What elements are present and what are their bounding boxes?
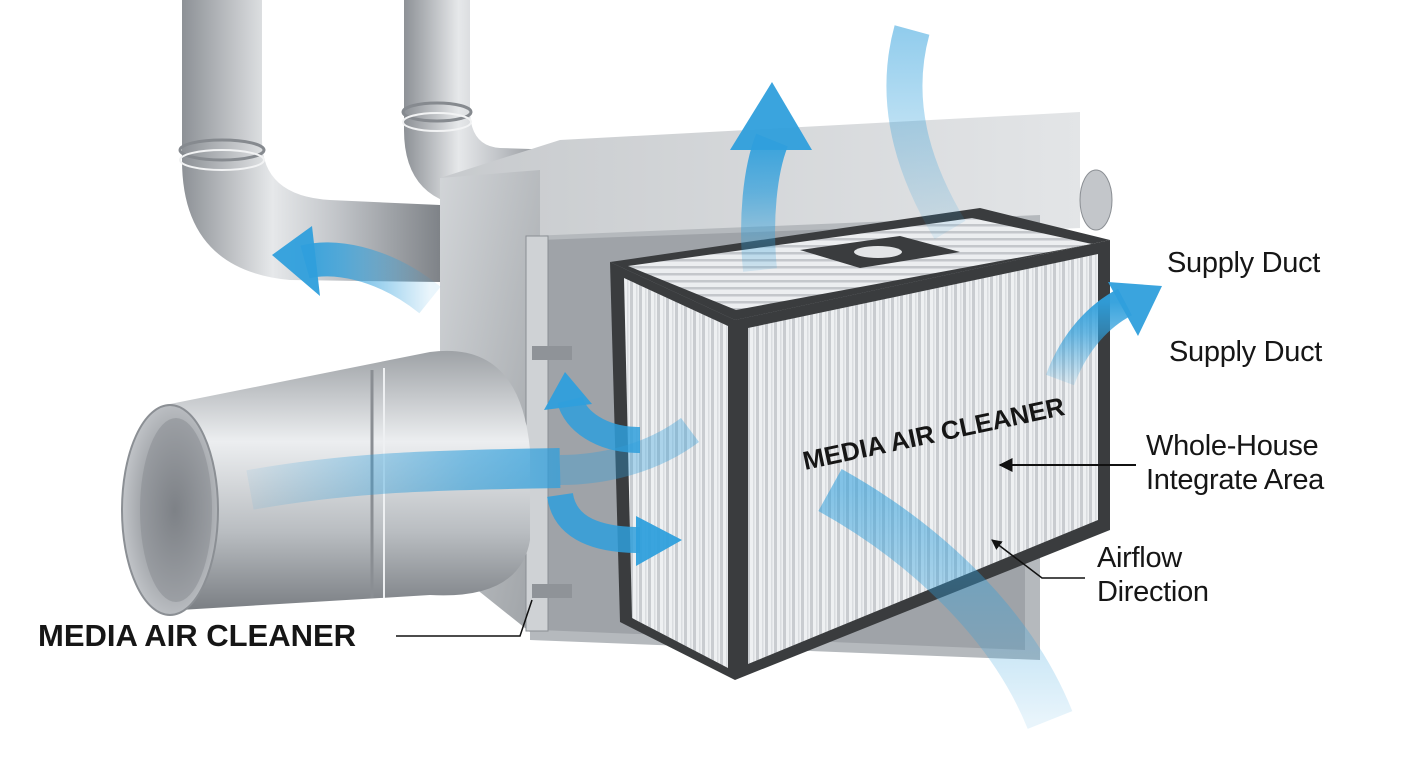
whole-house-line-1: Whole-House	[1146, 430, 1319, 462]
airflow-line-2: Direction	[1097, 575, 1209, 608]
left-vertical-pipe	[178, 0, 440, 282]
airflow-direction-label: Airflow Direction	[1097, 542, 1209, 609]
media-air-cleaner-label: MEDIA AIR CLEANER	[38, 618, 357, 653]
media-filter-cartridge	[610, 208, 1110, 680]
airflow-line-1: Airflow	[1097, 542, 1182, 574]
leader-lines	[396, 458, 1136, 637]
supply-duct-label-2: Supply Duct	[1169, 336, 1323, 368]
airflow-arrows	[246, 25, 1162, 730]
whole-house-label: Whole-House Integrate Area	[1146, 430, 1324, 497]
supply-duct-label-1: Supply Duct	[1167, 247, 1321, 279]
whole-house-line-2: Integrate Area	[1146, 463, 1324, 496]
